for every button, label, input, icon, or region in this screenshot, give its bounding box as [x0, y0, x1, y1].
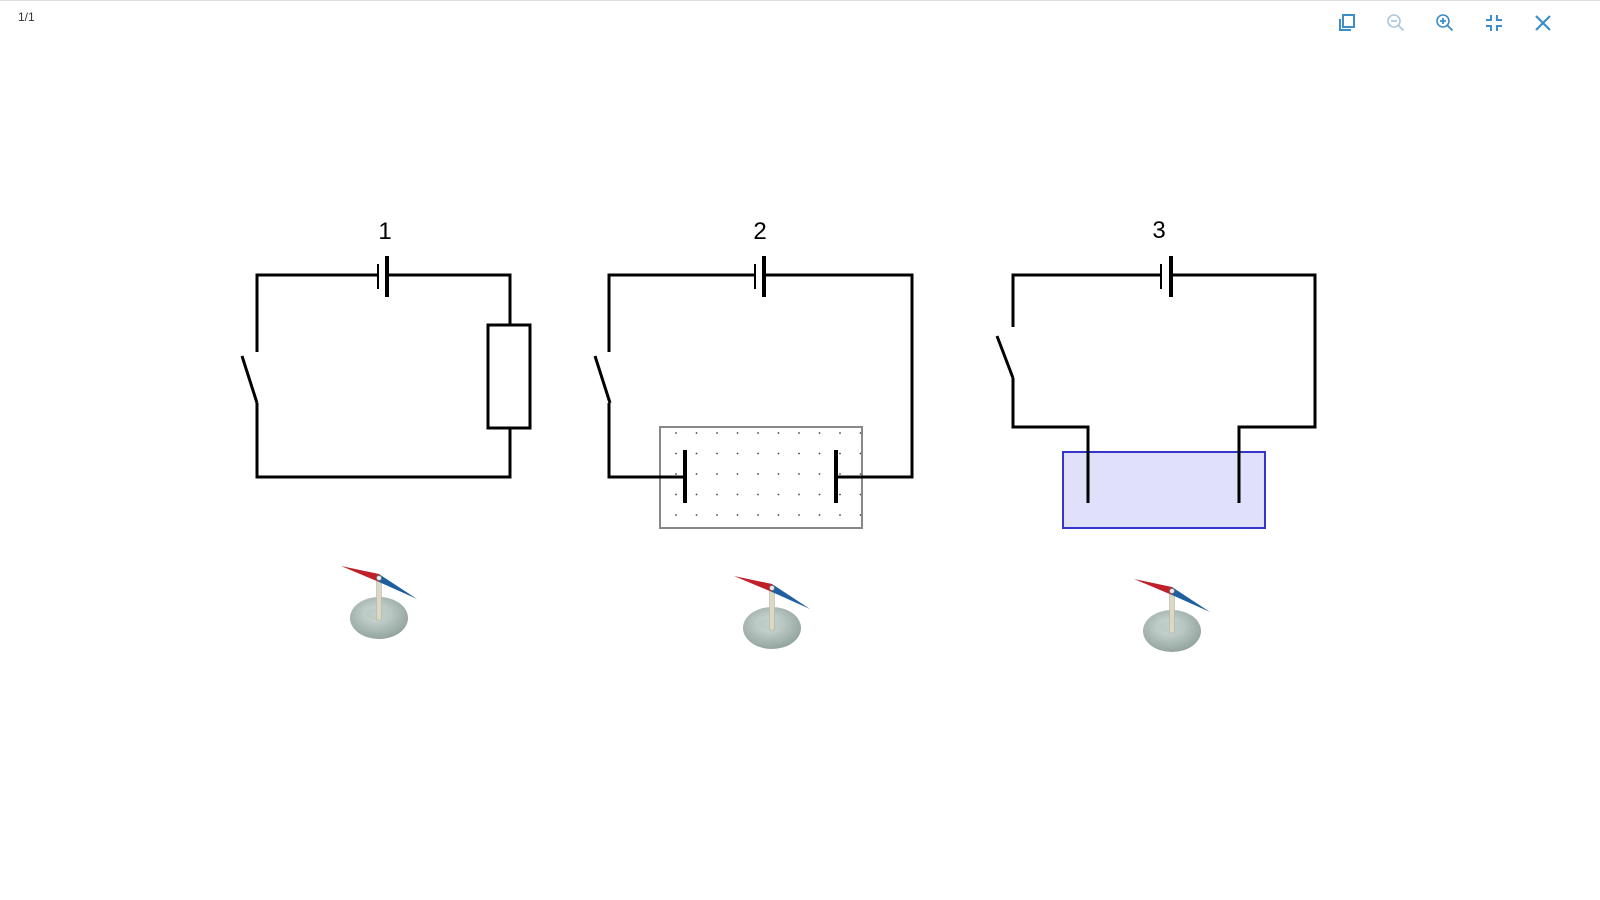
close-icon	[1535, 15, 1551, 31]
close-button[interactable]	[1530, 10, 1556, 36]
zoom-in-icon	[1436, 14, 1454, 32]
compass-needle-icon	[340, 565, 418, 640]
exit-fullscreen-button[interactable]	[1481, 10, 1507, 36]
circuit-1	[240, 256, 532, 479]
circuit-2	[593, 256, 914, 529]
zoom-in-button[interactable]	[1432, 10, 1458, 36]
compass-needle-icon	[1133, 578, 1211, 653]
copy-pages-icon	[1339, 14, 1355, 31]
circuit-label-3: 3	[1152, 217, 1165, 244]
zoom-out-button[interactable]	[1383, 10, 1409, 36]
top-border	[0, 0, 1600, 1]
circuit-label-1: 1	[378, 218, 391, 245]
copy-pages-button[interactable]	[1334, 10, 1360, 36]
zoom-out-icon	[1387, 14, 1405, 32]
compass-needle-icon	[733, 575, 811, 650]
dielectric-region	[659, 426, 863, 529]
resistor	[486, 323, 532, 430]
page-counter: 1/1	[18, 10, 35, 24]
circuit-3	[995, 256, 1317, 529]
circuit-label-2: 2	[753, 218, 766, 245]
electrolyte-vessel	[1062, 451, 1266, 529]
exit-fullscreen-icon	[1486, 15, 1502, 31]
